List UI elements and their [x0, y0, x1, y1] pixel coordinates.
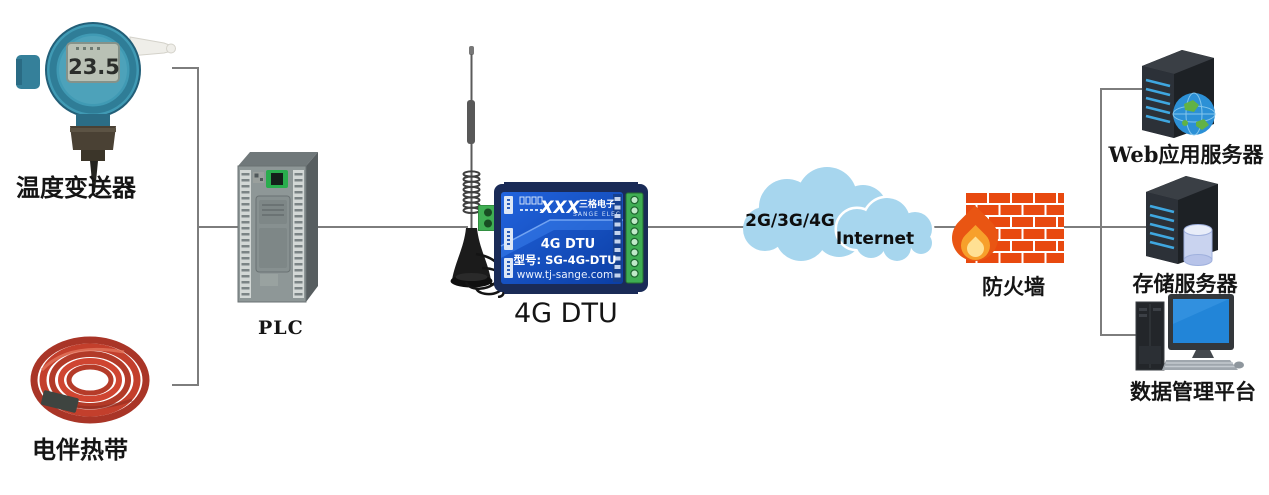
dtu-label: 4G DTU	[514, 298, 618, 329]
connector-transmitter-bus	[172, 67, 199, 69]
heat-trace-cable-label: 电伴热带	[32, 436, 128, 464]
server-led-stripes	[1145, 78, 1171, 124]
connector-bus-dataplatform	[1100, 334, 1138, 336]
dtu-brand-cn: 三格电子	[579, 198, 615, 210]
transmitter-lcd	[66, 42, 120, 83]
connector-dtu-cloud	[647, 226, 748, 228]
temperature-transmitter: 23.5	[14, 6, 194, 196]
cable-end-cap	[41, 390, 79, 413]
cloud-network-text: 2G/3G/4G	[745, 211, 835, 231]
data-platform-label: 数据管理平台	[1130, 380, 1256, 404]
plc-graphic	[237, 152, 318, 303]
dtu-website-text: www.tj-sange.com	[517, 269, 613, 281]
data-platform	[1124, 294, 1244, 378]
heat-trace-cable	[28, 334, 156, 430]
internet-cloud: 2G/3G/4G Internet	[735, 167, 940, 273]
connector-firewall-storage	[1062, 226, 1147, 228]
storage-server	[1138, 168, 1242, 272]
dtu-antenna	[438, 46, 510, 298]
internet-cloud-graphic: 2G/3G/4G Internet	[743, 167, 935, 264]
connector-bus-webserver	[1100, 88, 1146, 90]
web-server	[1132, 40, 1236, 144]
monitor-stand	[1192, 350, 1214, 358]
connector-cloud-firewall	[928, 226, 970, 228]
heat-trace-cable-graphic	[30, 336, 150, 424]
dtu-product-text: 4G DTU	[541, 237, 595, 252]
plc-device	[232, 146, 324, 310]
plc-label: PLC	[258, 317, 304, 339]
dtu-logo: XXX	[539, 198, 580, 218]
web-server-label: Web应用服务器	[1108, 142, 1264, 167]
connector-plc-dtu	[316, 226, 468, 228]
web-server-graphic	[1142, 50, 1216, 138]
transmitter-lcd-value: 23.5	[68, 55, 120, 79]
transmitter-probe	[90, 161, 98, 192]
connector-bus-plc	[197, 226, 240, 228]
dtu-graphic: XXX 三格电子 SANGE ELEC 4G DTU 型号: SG-4G-DTU…	[494, 182, 648, 294]
temperature-transmitter-graphic: 23.5	[16, 22, 176, 192]
dtu-brand-en: SANGE ELEC	[573, 211, 621, 218]
dtu-antenna-graphic	[450, 46, 506, 298]
data-platform-graphic	[1135, 294, 1244, 371]
connector-coil-bus	[172, 384, 199, 386]
mouse	[1234, 361, 1244, 369]
dtu-face	[501, 192, 623, 284]
dtu-device: XXX 三格电子 SANGE ELEC 4G DTU 型号: SG-4G-DTU…	[494, 182, 648, 294]
dtu-power-terminal	[478, 205, 498, 231]
antenna-base	[452, 228, 491, 280]
dtu-model-text: 型号: SG-4G-DTU	[513, 253, 616, 267]
keyboard	[1162, 360, 1238, 370]
storage-server-label: 存储服务器	[1132, 272, 1238, 296]
temperature-transmitter-label: 温度变送器	[16, 174, 136, 202]
firewall-label: 防火墙	[982, 275, 1045, 299]
cloud-internet-text: Internet	[836, 229, 914, 249]
server-led-stripes	[1149, 204, 1175, 250]
connector-right-bus	[1100, 88, 1102, 336]
storage-server-graphic	[1146, 176, 1218, 266]
